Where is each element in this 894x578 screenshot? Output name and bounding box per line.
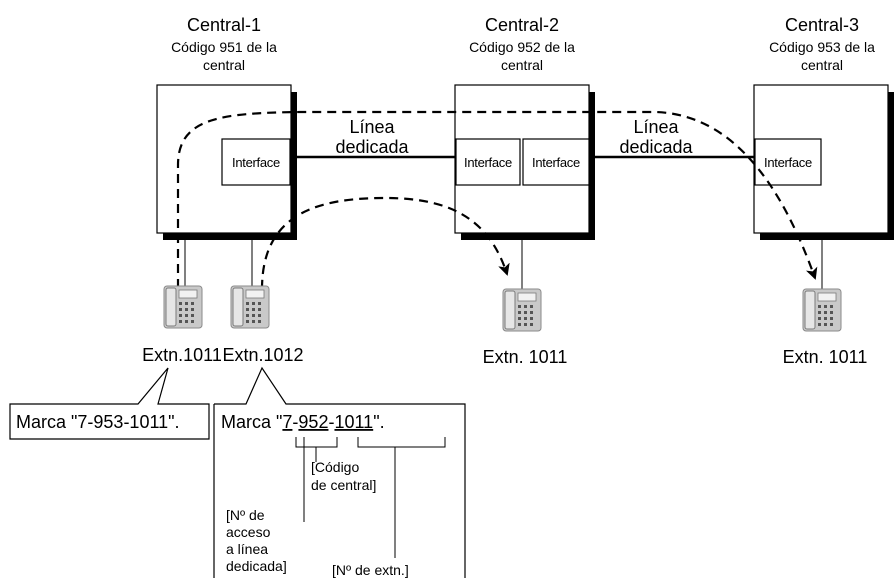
central-1-code-line1: Código 951 de la	[171, 39, 277, 55]
callout-right	[213, 366, 466, 578]
call-path-to-central-2	[260, 196, 510, 290]
extension-label: Extn. 1011	[783, 347, 868, 367]
interface-central-2-left	[455, 138, 521, 186]
central-3-title: Central-3	[785, 15, 859, 35]
dial-suffix: ".	[373, 412, 384, 432]
dedicated-line-label: dedicada	[335, 137, 409, 157]
callout-left-text: Marca "7-953-1011".	[16, 412, 180, 432]
interface-label: Interface	[464, 155, 512, 170]
extension-label: Extn.1012	[222, 345, 303, 365]
note-brackets	[295, 437, 446, 558]
note-access-number: a línea	[226, 541, 268, 557]
central-3-code-line1: Código 953 de la	[769, 39, 875, 55]
extension-label: Extn.1011	[142, 345, 222, 365]
interface-label: Interface	[532, 155, 580, 170]
interface-central-1	[221, 138, 291, 186]
dial-central-code: 952	[298, 412, 328, 432]
note-code-central: de central]	[311, 477, 376, 493]
telephone-icon	[802, 288, 842, 332]
call-path-to-central-3	[176, 110, 818, 288]
dedicated-line-label: dedicada	[619, 137, 693, 157]
note-access-number: dedicada]	[226, 558, 287, 574]
note-extension-number: [Nº de extn.]	[332, 562, 409, 578]
callout-left	[9, 367, 210, 440]
dial-prefix: Marca "	[221, 412, 282, 432]
dial-dash: -	[328, 412, 334, 432]
central-3-code-line2: central	[801, 57, 843, 73]
dial-extension: 1011	[334, 412, 373, 432]
central-2-code-line1: Código 952 de la	[469, 39, 575, 55]
central-2-title: Central-2	[485, 15, 559, 35]
extension-label: Extn. 1011	[483, 347, 568, 367]
dedicated-line-label: Línea	[349, 117, 395, 137]
note-code-central: [Código	[311, 459, 359, 475]
telephone-icon	[230, 285, 270, 329]
central-1-code-line2: central	[203, 57, 245, 73]
dial-dash: -	[292, 412, 298, 432]
central-1-title: Central-1	[187, 15, 261, 35]
interface-central-2-right	[522, 138, 590, 186]
dedicated-line-label: Línea	[633, 117, 679, 137]
interface-label: Interface	[764, 155, 812, 170]
interface-label: Interface	[232, 155, 280, 170]
central-2-code-line2: central	[501, 57, 543, 73]
note-access-number: [Nº de	[226, 507, 265, 523]
note-access-number: acceso	[226, 524, 271, 540]
telephone-icon	[502, 288, 542, 332]
telephone-icon	[163, 285, 203, 329]
dial-access-digit: 7	[282, 412, 292, 432]
interface-central-3	[754, 138, 822, 186]
callout-right-text: Marca "7-952-1011".	[221, 412, 385, 432]
